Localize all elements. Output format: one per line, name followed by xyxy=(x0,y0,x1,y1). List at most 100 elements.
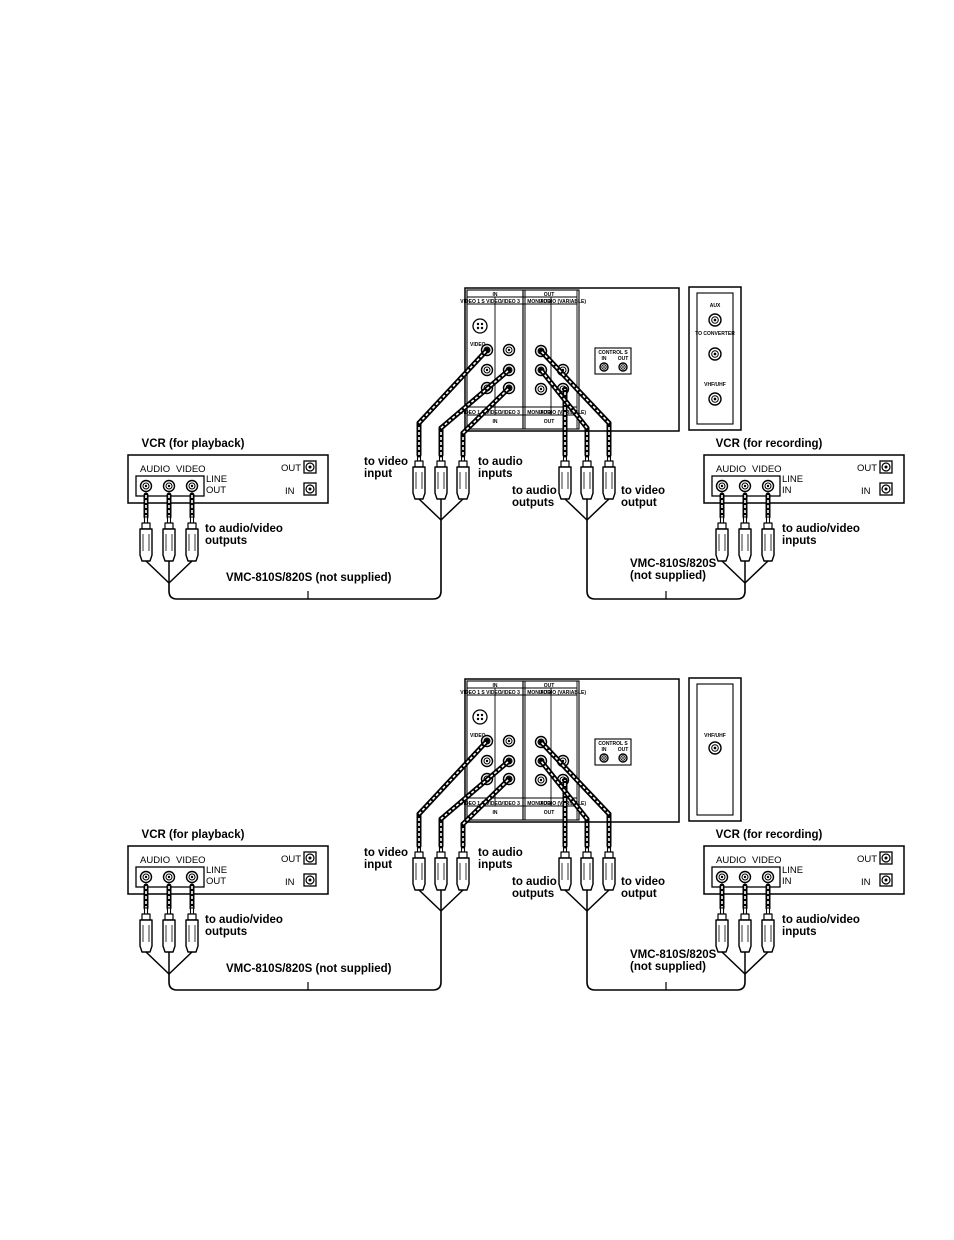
video1-label: VIDEO 1 S VIDEO xyxy=(460,299,502,305)
to-audio-inputs-line1: to audio xyxy=(478,456,523,468)
jack-pin xyxy=(508,349,510,351)
plug-body xyxy=(186,920,198,952)
plug-body xyxy=(163,529,175,561)
plug-tip xyxy=(145,908,148,914)
audio-l-jack xyxy=(717,481,728,492)
tv-input-plug-1 xyxy=(435,846,447,890)
audio-label: AUDIO xyxy=(716,464,746,475)
vhf-uhf-jack xyxy=(709,742,721,754)
cable-branch xyxy=(745,952,768,974)
plug-sleeve xyxy=(165,523,173,529)
plug-sleeve xyxy=(188,523,196,529)
cable-branch xyxy=(722,561,745,583)
audio-label: AUDIO xyxy=(140,855,170,866)
plug-sleeve xyxy=(764,523,772,529)
to-video-output-line1: to video xyxy=(621,876,665,888)
to-video-input-line1: to video xyxy=(364,847,408,859)
playback-plug-label-line1: to audio/video xyxy=(205,523,283,535)
plug-tip xyxy=(721,908,724,914)
plug-tip xyxy=(767,517,770,523)
rf-in-label: IN xyxy=(861,486,871,497)
video3-label-bottom: VIDEO 3 xyxy=(500,410,520,416)
s-video-pin xyxy=(481,714,483,716)
plug-sleeve xyxy=(142,914,150,920)
to-video-input-line1: to video xyxy=(364,456,408,468)
video-jack xyxy=(187,481,198,492)
tv-output-plug-0 xyxy=(559,455,571,499)
jack-pin xyxy=(309,879,312,882)
plug-tip xyxy=(145,517,148,523)
jack-pin xyxy=(885,466,888,469)
plug-body xyxy=(739,529,751,561)
jack-pin xyxy=(622,757,624,759)
to-audio-inputs-line2: inputs xyxy=(478,859,513,871)
plug-sleeve xyxy=(741,523,749,529)
jack-pin xyxy=(622,366,624,368)
vcr-title: VCR (for playback) xyxy=(142,438,245,450)
rf-out-label: OUT xyxy=(857,463,877,474)
plug-sleeve xyxy=(459,461,467,467)
s-video-pin xyxy=(481,718,483,720)
line-label: LINE xyxy=(206,865,227,876)
plug-body xyxy=(762,920,774,952)
jack-pin xyxy=(721,485,723,487)
plug-tip xyxy=(191,908,194,914)
video-label: VIDEO xyxy=(752,464,782,475)
control-s-in-jack xyxy=(600,363,608,371)
video3-jack-0 xyxy=(504,345,515,356)
control-s-out-label: OUT xyxy=(618,747,629,753)
cable-branch xyxy=(587,890,609,911)
line-direction-label: OUT xyxy=(206,876,226,887)
plug-body xyxy=(603,858,615,890)
jack-pin xyxy=(744,876,746,878)
plug-body xyxy=(163,920,175,952)
to-audio-inputs-line1: to audio xyxy=(478,847,523,859)
rf-out-label: OUT xyxy=(281,463,301,474)
vcr-plug-2 xyxy=(762,517,774,561)
video1-jack-1 xyxy=(482,756,493,767)
plug-body xyxy=(716,920,728,952)
plug-tip xyxy=(168,908,171,914)
tv-input-plug-1 xyxy=(435,455,447,499)
tv-output-plug-1 xyxy=(581,455,593,499)
video-jack xyxy=(187,872,198,883)
plug-sleeve xyxy=(583,852,591,858)
vhf-uhf-label: VHF/UHF xyxy=(704,382,726,388)
jack-pin xyxy=(885,879,888,882)
playback-plug-label-line2: outputs xyxy=(205,926,247,938)
video1-jack-1 xyxy=(482,365,493,376)
recording-plug-label-line1: to audio/video xyxy=(782,523,860,535)
video3-label: VIDEO 3 xyxy=(500,299,520,305)
plug-body xyxy=(413,467,425,499)
antenna-panel: VHF/UHF xyxy=(689,678,741,821)
video1-label: VIDEO 1 S VIDEO xyxy=(460,690,502,696)
out-header: OUT xyxy=(544,683,555,689)
plug-body xyxy=(186,529,198,561)
line-direction-label: OUT xyxy=(206,485,226,496)
jack-pin xyxy=(744,485,746,487)
vcr-plug-2 xyxy=(762,908,774,952)
jack-pin xyxy=(540,388,542,390)
jack-pin xyxy=(191,876,193,878)
s-video-pin xyxy=(477,323,479,325)
vcr-plug-1 xyxy=(163,517,175,561)
vcr-plug-0 xyxy=(716,908,728,952)
s-video-pin xyxy=(481,323,483,325)
plug-sleeve xyxy=(437,852,445,858)
vcr-plug-0 xyxy=(140,517,152,561)
vcr-title: VCR (for playback) xyxy=(142,829,245,841)
plug-tip xyxy=(191,517,194,523)
cable-branch xyxy=(419,890,441,911)
to-converter-jack xyxy=(709,348,721,360)
control-s-in-label: IN xyxy=(602,747,607,753)
plug-sleeve xyxy=(583,461,591,467)
rf-in-label: IN xyxy=(285,486,295,497)
plug-body xyxy=(457,467,469,499)
recording-plug-label-line2: inputs xyxy=(782,535,817,547)
cable-branch xyxy=(745,561,768,583)
to-video-output-line2: output xyxy=(621,888,657,900)
s-video-pin xyxy=(481,327,483,329)
plug-sleeve xyxy=(415,461,423,467)
vcr-title: VCR (for recording) xyxy=(716,829,823,841)
